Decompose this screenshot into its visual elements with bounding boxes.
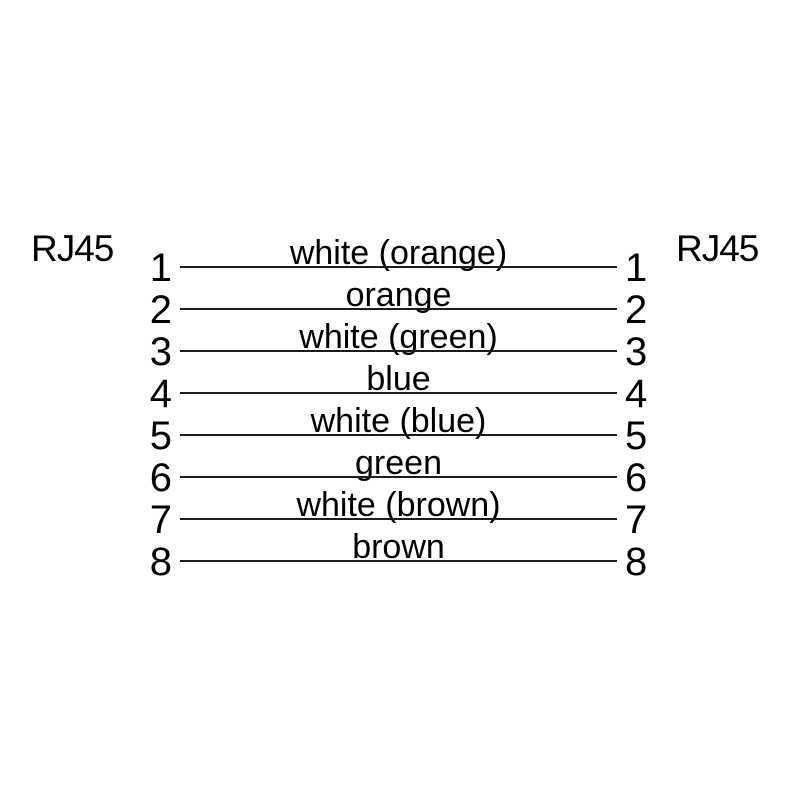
pin-number-left: 6: [149, 456, 172, 500]
wire-line: [180, 392, 617, 394]
pin-number-right: 1: [625, 246, 648, 290]
wire-color-label: white (green): [299, 318, 498, 356]
connector-label-right: RJ45: [676, 228, 759, 269]
connector-label-left: RJ45: [31, 228, 114, 269]
pin-number-right: 4: [625, 372, 648, 416]
wire-line: [180, 350, 617, 352]
pin-number-left: 4: [149, 372, 172, 416]
pin-number-right: 5: [625, 414, 648, 458]
wire-line: [180, 560, 617, 562]
pin-number-right: 8: [625, 540, 648, 584]
pin-number-right: 6: [625, 456, 648, 500]
pin-number-right: 3: [625, 330, 648, 374]
wire-line: [180, 266, 617, 268]
pin-number-right: 7: [625, 498, 648, 542]
wire-line: [180, 308, 617, 310]
wire-color-label: orange: [345, 276, 452, 314]
wire-line: [180, 434, 617, 436]
wire-color-label: brown: [352, 528, 445, 566]
wire-line: [180, 518, 617, 520]
pin-number-right: 2: [625, 288, 648, 332]
wire-line: [180, 476, 617, 478]
pin-number-left: 3: [149, 330, 172, 374]
wire-color-label: blue: [366, 360, 431, 398]
wire-color-label: white (brown): [296, 486, 501, 524]
pin-number-left: 1: [149, 246, 172, 290]
pin-number-left: 7: [149, 498, 172, 542]
wire-color-label: white (blue): [310, 402, 487, 440]
pin-number-left: 8: [149, 540, 172, 584]
wire-color-label: green: [355, 444, 442, 482]
pin-number-left: 2: [149, 288, 172, 332]
pin-number-left: 5: [149, 414, 172, 458]
wire-color-label: white (orange): [289, 234, 508, 272]
